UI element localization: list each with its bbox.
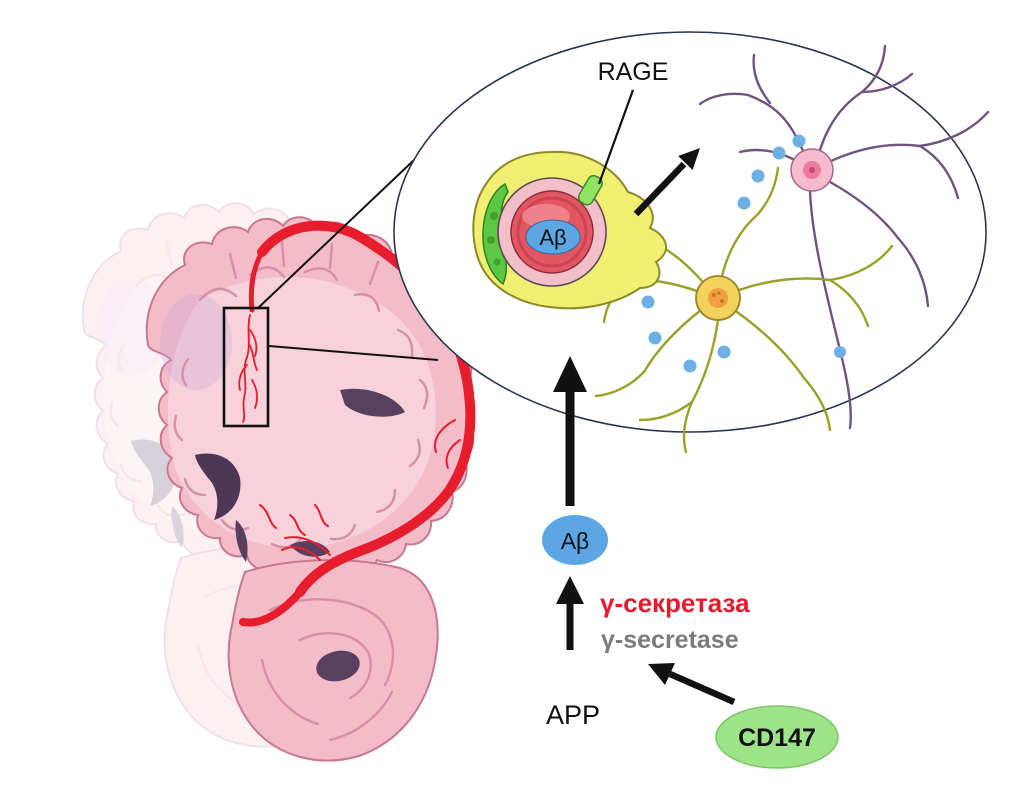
glial-texture-dots bbox=[487, 212, 501, 266]
rage-label: RAGE bbox=[598, 58, 669, 86]
magnifier-line-lower bbox=[268, 345, 439, 361]
neuron-yellow-nucleus bbox=[708, 288, 728, 308]
cd147-oval bbox=[715, 705, 839, 769]
neuron-pink bbox=[698, 44, 990, 430]
arrow-abeta-to-inset bbox=[553, 356, 587, 506]
capillaries-lower bbox=[259, 419, 461, 561]
abeta-vessel-oval bbox=[525, 219, 581, 255]
main-artery bbox=[257, 220, 476, 597]
arrow-vessel-to-neurons bbox=[633, 148, 700, 217]
artery-top-branch bbox=[248, 249, 265, 313]
arrow-app-to-abeta bbox=[556, 576, 584, 650]
magnifier-rectangle bbox=[222, 306, 270, 428]
abeta-vessel-label: Aβ bbox=[539, 225, 566, 250]
inset-ellipse-border bbox=[393, 31, 987, 433]
rage-receptor bbox=[577, 174, 603, 206]
secretase-label-ru: γ-секретаза bbox=[600, 588, 750, 618]
secretase-label-en: γ-secretase bbox=[601, 626, 739, 654]
app-label: APP bbox=[546, 700, 600, 730]
cd147-label: CD147 bbox=[738, 724, 816, 752]
vessel-cross-section: Aβ bbox=[472, 150, 667, 310]
arrow-cd147-to-secretase bbox=[648, 663, 736, 705]
vessel-lumen-inner-ring bbox=[516, 196, 588, 268]
capillaries-in-box bbox=[238, 314, 258, 423]
magnifier-line-upper bbox=[256, 159, 415, 310]
abeta-oval-label: Aβ bbox=[561, 528, 590, 554]
abeta-oval bbox=[542, 515, 608, 565]
pathway-group: Aβ γ-секретаза γ-secretase APP CD147 bbox=[542, 356, 839, 769]
artery-network bbox=[238, 220, 476, 627]
inset-ellipse-group: Aβ RAGE bbox=[393, 31, 990, 454]
rage-pointer-line bbox=[597, 89, 635, 185]
artery-lower-branch bbox=[239, 588, 304, 627]
